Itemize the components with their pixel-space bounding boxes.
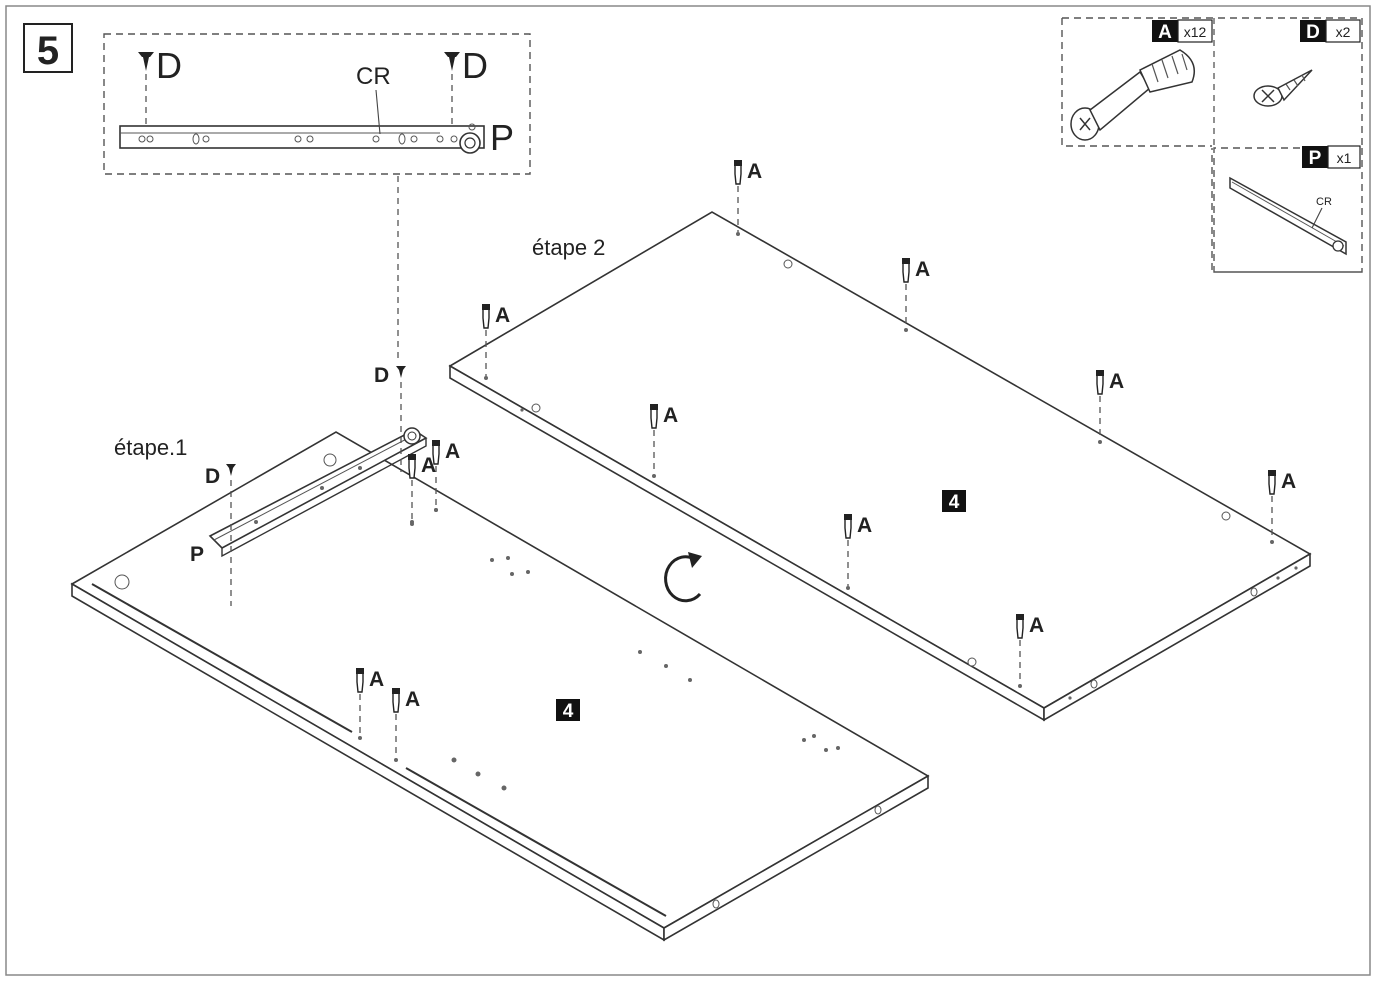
callout-a-label: A	[421, 454, 436, 477]
detail-part-label: P	[490, 117, 514, 158]
part-p-code: P	[1309, 148, 1322, 169]
callout-a-label: A	[857, 514, 872, 537]
callout-a-label: A	[1281, 470, 1296, 493]
screw-icon	[396, 366, 406, 472]
cam-dowel-icon: A	[650, 404, 678, 478]
cam-dowel-icon: A	[392, 688, 420, 762]
cam-dowel-icon: A	[1016, 614, 1044, 688]
callout-a-label: A	[663, 404, 678, 427]
cam-dowel-icon: A	[734, 160, 762, 236]
panel-2-number: 4	[949, 492, 960, 513]
callout-d-stage-1: D	[205, 465, 220, 488]
callout-a-label: A	[915, 258, 930, 281]
screw-icon	[138, 52, 154, 124]
cam-dowel-icon: A	[432, 440, 460, 512]
drawer-rail-installed	[208, 427, 428, 558]
callout-a-label: A	[445, 440, 460, 463]
part-d-tag: D x2	[1300, 19, 1361, 43]
cam-dowel-icon: A	[1096, 370, 1124, 444]
callout-a-label: A	[1109, 370, 1124, 393]
stage-1-label: étape.1	[114, 435, 187, 460]
detail-inset-frame	[103, 33, 531, 175]
rotate-arrow-icon	[664, 552, 702, 603]
rail-holes	[138, 133, 458, 145]
part-d-qty: x2	[1336, 24, 1351, 40]
rail-body	[119, 125, 485, 149]
cam-dowel-icon	[1070, 49, 1195, 141]
stage-2-label: étape 2	[532, 235, 605, 260]
part-p-qty: x1	[1337, 150, 1352, 166]
callout-a-label: A	[747, 160, 762, 183]
drawer-rail-icon: CR	[1229, 176, 1347, 256]
screw-icon	[444, 52, 460, 124]
part-a-code: A	[1158, 22, 1172, 43]
panel-stage-2: 4	[448, 211, 1312, 722]
callout-a-label: A	[369, 668, 384, 691]
rail-detail-inset: D D CR P	[103, 33, 531, 175]
cam-dowel-icon: A	[408, 454, 436, 526]
detail-cr-label: CR	[356, 63, 391, 90]
detail-screw-label-right: D	[462, 45, 488, 86]
cam-dowels-stage-2: A A A A A A A A	[482, 160, 1296, 688]
part-a-tag: A x12	[1152, 19, 1213, 43]
page-frame	[5, 5, 1371, 976]
callout-a-label: A	[405, 688, 420, 711]
part-p-tag: P x1	[1302, 145, 1361, 169]
cam-dowel-icon: A	[482, 304, 510, 380]
part-a-qty: x12	[1184, 24, 1207, 40]
rail-wheel	[459, 132, 481, 154]
screw-icon	[1253, 69, 1313, 107]
step-number-box: 5	[23, 23, 73, 73]
part-p-cr-label: CR	[1316, 196, 1332, 208]
callout-a-label: A	[1029, 614, 1044, 637]
callout-p-stage-1: P	[190, 543, 204, 566]
callout-a-label: A	[495, 304, 510, 327]
parts-list: A x12 D x2 P x1	[1061, 17, 1363, 273]
cam-dowel-icon: A	[844, 514, 872, 590]
panel-stage-1: 4	[70, 431, 930, 942]
cam-dowel-icon: A	[902, 258, 930, 332]
screw-icon	[226, 464, 236, 606]
step-number: 5	[37, 29, 59, 73]
detail-screw-label-left: D	[156, 45, 182, 86]
part-d-code: D	[1306, 22, 1320, 43]
callout-d-rail-top: D	[374, 364, 389, 387]
panel-1-number: 4	[563, 701, 574, 722]
cam-dowel-icon: A	[356, 668, 384, 740]
cam-dowel-icon: A	[1268, 470, 1296, 544]
